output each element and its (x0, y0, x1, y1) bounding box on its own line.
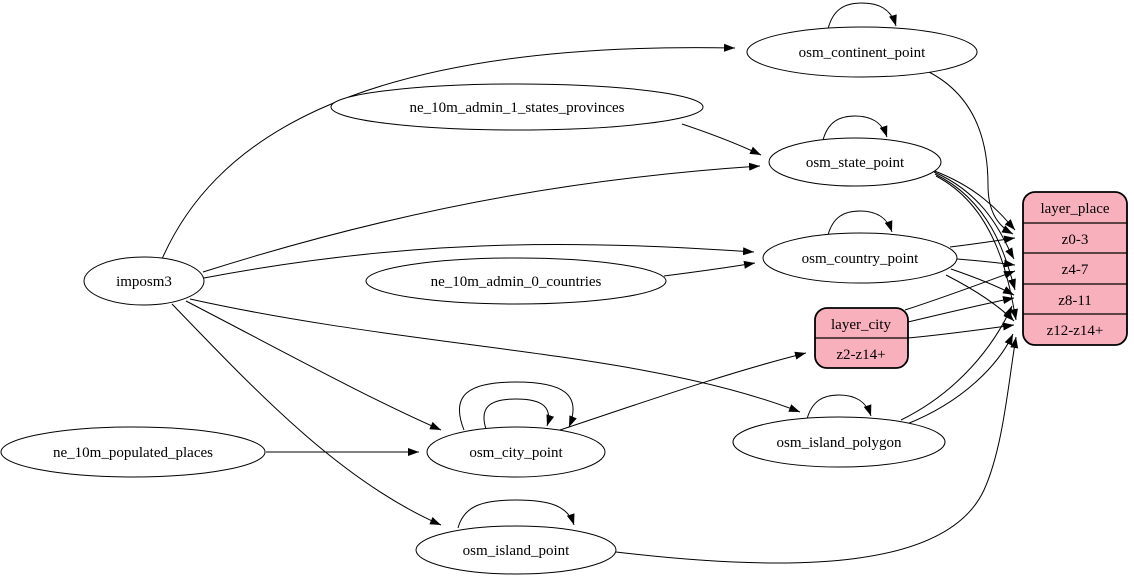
node-island-point-label: osm_island_point (463, 543, 571, 559)
edge-osm-country-point-layer-place-z4-7 (956, 258, 1016, 268)
node-osm-city-point: osm_city_point (426, 426, 606, 478)
record-layer-place-row-z8-11: z8-11 (1058, 293, 1092, 309)
node-ne-10m-admin-0-countries: ne_10m_admin_0_countries (365, 257, 667, 305)
edge-osm-state-point-layer-place-z8-11 (934, 173, 1016, 291)
edge-osm-country-point-layer-place-z8-11 (950, 268, 1015, 296)
record-layer-place-row-z4-7: z4-7 (1062, 262, 1089, 278)
edge-layer-city-layer-place-z12-z14 (907, 322, 1015, 339)
nodes: imposm3 ne_10m_admin_1_states_provinces … (0, 26, 978, 575)
edge-imposm3-osm-state-point (202, 162, 761, 273)
node-state-label: osm_state_point (806, 155, 905, 171)
node-ne-states-shape (330, 83, 704, 131)
node-ne-countries-shape (365, 257, 667, 305)
edge-ne-10m-admin-0-countries-osm-country-point (663, 260, 756, 277)
edge-selfloop-osm-state-point (822, 115, 888, 141)
node-country-label: osm_country_point (802, 251, 919, 267)
edge-osm-state-point-layer-place-z12-z14 (935, 175, 1018, 321)
node-city-label: osm_city_point (469, 445, 563, 461)
edge-osm-country-point-layer-place-z0-3 (949, 235, 1016, 248)
edge-imposm3-osm-city-point (185, 300, 442, 431)
edge-imposm3-osm-island-point (171, 303, 442, 526)
record-layer-place-row-z0-3: z0-3 (1062, 232, 1089, 248)
edge-osm-island-point-layer-place-z12-z14 (615, 336, 1019, 564)
node-osm-continent-point: osm_continent_point (746, 26, 978, 78)
edge-selfloop-osm-island-point (457, 499, 575, 529)
edge-osm-country-point-layer-place-z12-z14 (945, 274, 1015, 322)
record-layer-city-row-z2-z14: z2-z14+ (836, 347, 885, 363)
node-osm-island-polygon: osm_island_polygon (732, 416, 946, 468)
edge-osm-island-polygon-layer-place-z8-11 (900, 305, 1013, 421)
record-layer-place-title: layer_place (1040, 201, 1109, 217)
node-country-shape (762, 232, 958, 284)
node-osm-island-point: osm_island_point (415, 525, 617, 575)
node-imposm3: imposm3 (83, 256, 205, 306)
node-continent-shape (746, 26, 978, 78)
node-island-point-shape (415, 525, 617, 575)
edge-imposm3-osm-country-point (203, 243, 755, 279)
edge-selfloop-osm-country-point (827, 210, 893, 236)
edge-imposm3-osm-island-polygon (189, 298, 801, 413)
node-ne-states-label: ne_10m_admin_1_states_provinces (410, 100, 625, 116)
record-layer-city-title: layer_city (831, 317, 891, 333)
record-layer-place-row-z12-z14: z12-z14+ (1047, 323, 1104, 339)
edge-osm-city-point-layer-city-z2-z14 (559, 351, 807, 431)
node-island-polygon-label: osm_island_polygon (776, 435, 902, 451)
node-osm-country-point: osm_country_point (762, 232, 958, 284)
node-osm-state-point: osm_state_point (768, 137, 942, 187)
node-island-polygon-shape (732, 416, 946, 468)
edges (161, 2, 1019, 564)
edge-osm-island-polygon-layer-place-z12-z14 (906, 333, 1014, 425)
node-city-shape (426, 426, 606, 478)
edge-layer-city-layer-place-z8-11 (907, 296, 1015, 323)
record-layer-city: layer_city z2-z14+ (814, 307, 909, 369)
node-imposm3-shape (83, 256, 205, 306)
edge-osm-state-point-layer-place-z4-7 (933, 171, 1015, 260)
node-ne-10m-populated-places: ne_10m_populated_places (0, 426, 266, 478)
record-layer-place: layer_place z0-3 z4-7 z8-11 z12-z14+ (1022, 191, 1128, 346)
node-ne-places-shape (0, 426, 266, 478)
node-ne-10m-admin-1-states-provinces: ne_10m_admin_1_states_provinces (330, 83, 704, 131)
edge-selfloop-inner-osm-city-point (483, 398, 555, 430)
edge-osm-continent-point-layer-place-z0-3 (926, 70, 1014, 235)
edge-selfloop-osm-continent-point (827, 2, 897, 30)
edge-imposm3-osm-continent-point (161, 43, 736, 260)
edge-layer-city-layer-place-z4-7 (904, 270, 1016, 311)
node-state-shape (768, 137, 942, 187)
node-imposm3-label: imposm3 (116, 274, 172, 290)
node-ne-countries-label: ne_10m_admin_0_countries (431, 274, 602, 290)
edge-selfloop-osm-island-polygon (806, 394, 872, 420)
node-continent-label: osm_continent_point (799, 45, 926, 61)
edge-osm-state-point-layer-place-z0-3 (931, 169, 1016, 231)
edge-selfloop-outer-osm-city-point (459, 381, 577, 431)
edge-ne-10m-admin-1-states-provinces-osm-state-point (681, 123, 762, 156)
record-layer-place-box (1022, 191, 1128, 346)
node-ne-places-label: ne_10m_populated_places (53, 445, 213, 461)
